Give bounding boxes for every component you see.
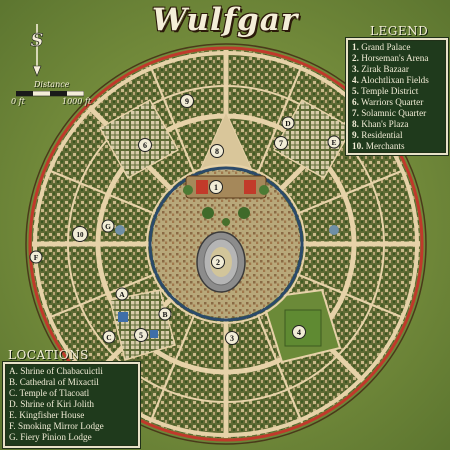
svg-text:10: 10 bbox=[77, 231, 85, 239]
marker-4: 4 bbox=[292, 325, 306, 339]
legend-item: 6. Warriors Quarter bbox=[352, 97, 424, 107]
marker-f: F bbox=[29, 250, 43, 264]
warriors-quarter-blocks bbox=[98, 98, 180, 180]
locations-panel: A. Shrine of Chabacuictli B. Cathedral o… bbox=[3, 362, 140, 448]
marker-6: 6 bbox=[138, 138, 152, 152]
marker-2: 2 bbox=[211, 255, 225, 269]
svg-text:6: 6 bbox=[143, 141, 147, 150]
scale-bar: Distance 0 ft 1000 ft bbox=[4, 80, 104, 110]
marker-3: 3 bbox=[225, 331, 239, 345]
svg-text:D: D bbox=[285, 119, 291, 128]
location-markers: A B C D E F G bbox=[29, 116, 341, 344]
legend-title: LEGEND bbox=[370, 24, 429, 38]
legend-item: 5. Temple District bbox=[352, 86, 419, 96]
marker-9: 9 bbox=[180, 94, 194, 108]
svg-text:G: G bbox=[105, 222, 111, 231]
legend-item: 1. Grand Palace bbox=[352, 42, 411, 52]
svg-text:B: B bbox=[162, 310, 167, 319]
legend-item: 8. Khan's Plaza bbox=[352, 119, 409, 129]
city-wall bbox=[28, 46, 424, 442]
svg-text:S: S bbox=[31, 30, 44, 51]
marker-8: 8 bbox=[210, 144, 224, 158]
legend-item: 4. Alochtlixan Fields bbox=[352, 75, 429, 85]
legend-panel: 1. Grand Palace 2. Horseman's Arena 3. Z… bbox=[346, 38, 448, 155]
marker-a: A bbox=[115, 287, 129, 301]
location-item: C. Temple of Tlacoatl bbox=[9, 388, 90, 398]
svg-text:F: F bbox=[34, 253, 39, 262]
solamnic-quarter-blocks bbox=[272, 98, 354, 180]
svg-text:2: 2 bbox=[216, 258, 220, 267]
svg-text:1: 1 bbox=[214, 183, 218, 192]
svg-text:8: 8 bbox=[215, 147, 219, 156]
marker-5: 5 bbox=[134, 328, 148, 342]
svg-text:3: 3 bbox=[230, 334, 234, 343]
legend-item: 7. Solamnic Quarter bbox=[352, 108, 427, 118]
marker-1: 1 bbox=[209, 180, 223, 194]
svg-text:4: 4 bbox=[297, 328, 301, 337]
compass-icon: S bbox=[30, 24, 44, 77]
legend-item: 3. Zirak Bazaar bbox=[352, 64, 409, 74]
marker-c: C bbox=[102, 330, 116, 344]
marker-7: 7 bbox=[274, 136, 288, 150]
scale-ruler bbox=[16, 91, 84, 97]
location-item: A. Shrine of Chabacuictli bbox=[9, 366, 103, 376]
marker-g: G bbox=[101, 219, 115, 233]
svg-text:C: C bbox=[106, 333, 111, 342]
marker-d: D bbox=[281, 116, 295, 130]
location-item: F. Smoking Mirror Lodge bbox=[9, 421, 104, 431]
legend-item: 9. Residential bbox=[352, 130, 403, 140]
legend-item: 2. Horseman's Arena bbox=[352, 53, 429, 63]
scale-end: 1000 ft bbox=[62, 97, 92, 106]
location-item: E. Kingfisher House bbox=[9, 410, 85, 420]
svg-text:9: 9 bbox=[185, 97, 189, 106]
svg-text:A: A bbox=[119, 290, 125, 299]
district-markers: 1 2 3 4 5 6 7 8 9 10 bbox=[72, 94, 306, 345]
marker-b: B bbox=[158, 307, 172, 321]
legend-item: 10. Merchants bbox=[352, 141, 405, 151]
marker-e: E bbox=[327, 135, 341, 149]
marker-10: 10 bbox=[72, 226, 88, 242]
location-item: B. Cathedral of Mixactil bbox=[9, 377, 99, 387]
temple-district-blocks bbox=[109, 289, 176, 361]
location-item: D. Shrine of Kiri Jolith bbox=[9, 399, 94, 409]
svg-text:5: 5 bbox=[139, 331, 143, 340]
svg-text:7: 7 bbox=[279, 139, 283, 148]
location-item: G. Fiery Pinion Lodge bbox=[9, 432, 92, 442]
map-title: Wulfgar bbox=[151, 2, 299, 38]
scale-start: 0 ft bbox=[11, 97, 25, 106]
scale-label: Distance bbox=[34, 80, 70, 89]
locations-title: LOCATIONS bbox=[8, 348, 89, 362]
svg-text:E: E bbox=[331, 138, 336, 147]
